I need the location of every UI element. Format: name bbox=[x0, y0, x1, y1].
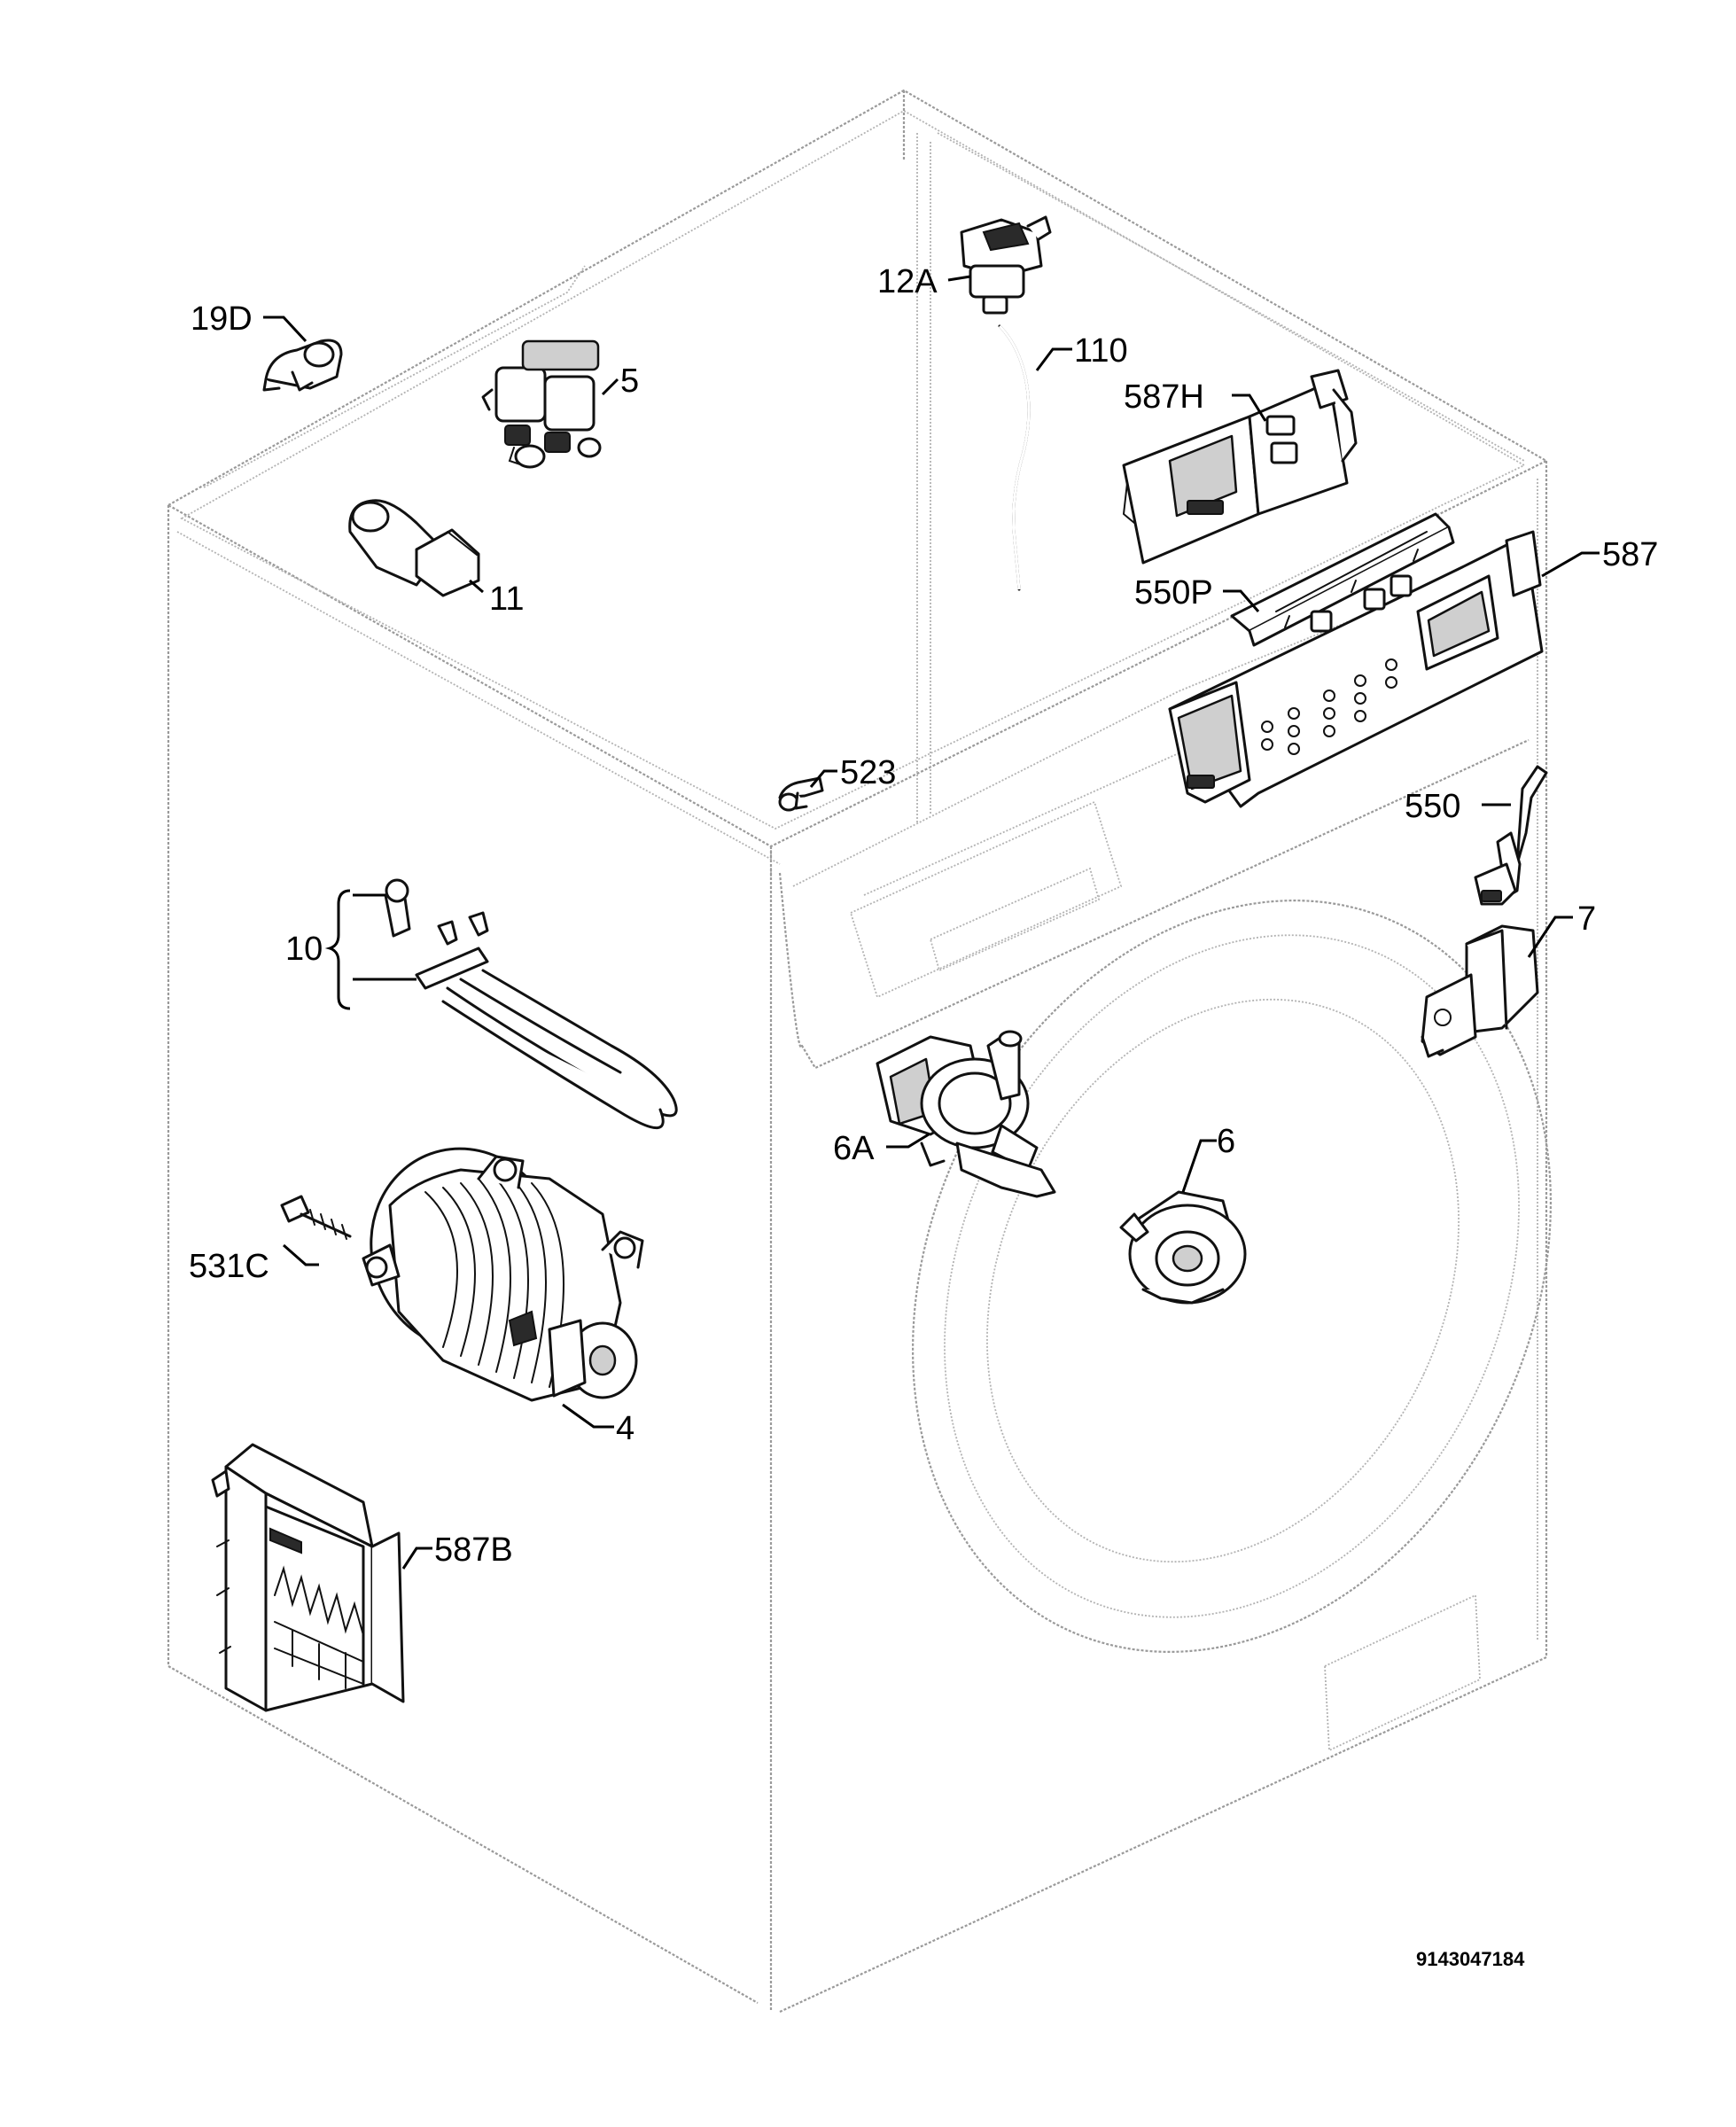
callout-5: 5 bbox=[620, 362, 639, 400]
part-12a-pressure-switch bbox=[960, 215, 1052, 315]
part-19d-clamp bbox=[262, 339, 343, 392]
part-10-heating-element bbox=[384, 878, 678, 1129]
callout-531c: 531C bbox=[189, 1248, 269, 1285]
callout-587b: 587B bbox=[434, 1531, 513, 1569]
callout-550p: 550P bbox=[1134, 574, 1213, 612]
part-587h-control-board bbox=[1122, 369, 1358, 565]
part-587-main-board bbox=[1168, 530, 1544, 808]
part-5-inlet-valve bbox=[481, 339, 602, 469]
leader-lines bbox=[263, 275, 1600, 1570]
part-523-clip bbox=[778, 776, 824, 812]
callout-550: 550 bbox=[1405, 788, 1460, 825]
callout-10: 10 bbox=[285, 931, 323, 968]
callout-6a: 6A bbox=[833, 1130, 875, 1167]
callout-587: 587 bbox=[1602, 536, 1658, 573]
callout-4: 4 bbox=[616, 1410, 634, 1447]
part-550p-light-guide bbox=[1230, 512, 1455, 647]
callout-7: 7 bbox=[1577, 900, 1596, 938]
part-4-motor bbox=[362, 1147, 644, 1402]
part-587b-electronic-module bbox=[211, 1443, 405, 1712]
callout-12a: 12A bbox=[877, 263, 938, 300]
part-11-capacitor bbox=[348, 499, 480, 597]
callout-110: 110 bbox=[1074, 332, 1128, 370]
callout-6: 6 bbox=[1217, 1123, 1235, 1160]
part-6a-drain-pump bbox=[876, 1030, 1056, 1198]
part-7-door-interlock bbox=[1421, 924, 1539, 1058]
document-number: 9143047184 bbox=[1416, 1948, 1525, 1970]
callout-523: 523 bbox=[840, 754, 896, 791]
part-531c-screw bbox=[280, 1195, 352, 1240]
part-110-hose bbox=[998, 324, 1031, 591]
callout-labels: 19D 5 11 12A 110 587H 587 550P 523 550 1… bbox=[189, 263, 1658, 1569]
callout-19d: 19D bbox=[191, 300, 253, 338]
part-6-circulation-pump bbox=[1119, 1190, 1247, 1305]
part-550-door-lock bbox=[1474, 765, 1548, 906]
callout-11: 11 bbox=[489, 580, 524, 618]
callout-587h: 587H bbox=[1124, 378, 1204, 416]
